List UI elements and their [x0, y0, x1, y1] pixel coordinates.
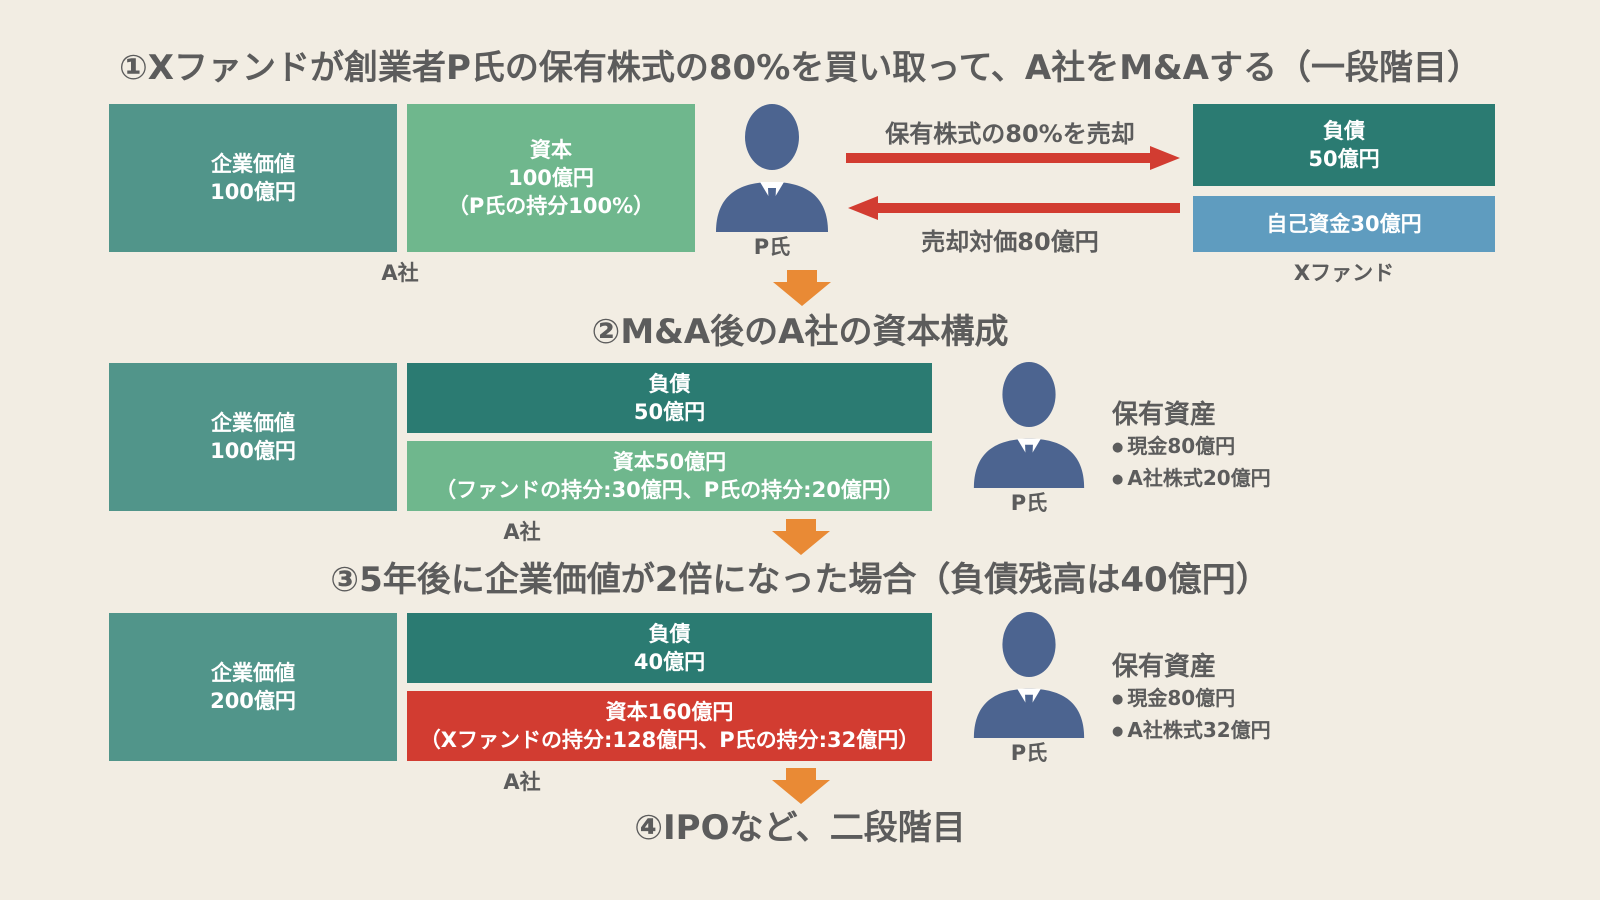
step2-debt-value: 50億円 — [633, 400, 706, 424]
step1-equity-label: 資本 — [530, 138, 572, 162]
step2-enterprise-value-box: 企業価値 100億円 — [109, 363, 397, 511]
fund-own-funds-label: 自己資金30億円 — [1266, 212, 1422, 236]
person-icon — [716, 104, 828, 232]
step3-enterprise-value-box: 企業価値 200億円 — [109, 613, 397, 761]
step3-title: ③5年後に企業価値が2倍になった場合（負債残高は40億円） — [330, 560, 1270, 600]
step3-assets-heading: 保有資産 — [1112, 652, 1217, 682]
step1-equity-box: 資本 100億円 （P氏の持分100%） — [407, 104, 695, 252]
fund-debt-label: 負債 — [1323, 119, 1365, 143]
step4-title: ④IPOなど、二段階目 — [634, 808, 966, 848]
fund-debt-box: 負債 50億円 — [1193, 104, 1495, 186]
step1-ev-value: 100億円 — [210, 180, 296, 204]
step2-title: ②M&A後のA社の資本構成 — [591, 312, 1009, 352]
step2-asset-cash: 現金80億円 — [1112, 432, 1271, 464]
down-arrow-1 — [773, 270, 831, 306]
fund-debt-value: 50億円 — [1308, 147, 1380, 171]
step3-debt-label: 負債 — [648, 622, 691, 646]
step2-person-label: P氏 — [1010, 491, 1048, 515]
step2-assets: 保有資産 現金80億円 A社株式20億円 — [1112, 398, 1271, 496]
step1-ev-label: 企業価値 — [211, 152, 295, 176]
step1-person-label: P氏 — [753, 235, 791, 259]
step3-debt-box: 負債 40億円 — [407, 613, 932, 683]
step3-asset-shares: A社株式32億円 — [1112, 716, 1270, 748]
person-icon — [973, 612, 1085, 738]
step3-debt-value: 40億円 — [633, 650, 706, 674]
step2-ev-label: 企業価値 — [211, 411, 295, 435]
sell-arrow — [846, 146, 1180, 170]
payment-arrow — [848, 196, 1180, 220]
fund-own-funds-box: 自己資金30億円 — [1193, 196, 1495, 252]
step3-equity-label: 資本160億円 — [605, 700, 734, 724]
step1-company-label: A社 — [381, 261, 419, 285]
step2-equity-share: （ファンドの持分:30億円、P氏の持分:20億円） — [435, 478, 904, 502]
step3-assets: 保有資産 現金80億円 A社株式32億円 — [1112, 650, 1271, 748]
step1-sell-label: 保有株式の80%を売却 — [885, 120, 1135, 148]
step3-person-label: P氏 — [1010, 741, 1048, 765]
step1-payment-label: 売却対価80億円 — [921, 228, 1099, 256]
step3-asset-cash: 現金80億円 — [1112, 684, 1271, 716]
step2-debt-box: 負債 50億円 — [407, 363, 932, 433]
step3-equity-box: 資本160億円 （Xファンドの持分:128億円、P氏の持分:32億円） — [407, 691, 932, 761]
person-icon — [973, 362, 1085, 488]
down-arrow-2 — [772, 519, 830, 555]
step1-title: ①Xファンドが創業者P氏の保有株式の80%を買い取って、A社をM&Aする（一段階… — [118, 48, 1481, 88]
step1-equity-value: 100億円 — [508, 166, 594, 190]
step2-assets-heading: 保有資産 — [1112, 400, 1217, 430]
step2-ev-value: 100億円 — [210, 439, 296, 463]
step3-equity-share: （Xファンドの持分:128億円、P氏の持分:32億円） — [419, 728, 920, 752]
step1-equity-share: （P氏の持分100%） — [447, 194, 655, 218]
step2-equity-label: 資本50億円 — [612, 450, 727, 474]
step2-asset-shares: A社株式20億円 — [1112, 464, 1270, 496]
step2-equity-box: 資本50億円 （ファンドの持分:30億円、P氏の持分:20億円） — [407, 441, 932, 511]
step2-debt-label: 負債 — [648, 372, 691, 396]
step3-ev-value: 200億円 — [210, 689, 296, 713]
step1-enterprise-value-box: 企業価値 100億円 — [109, 104, 397, 252]
down-arrow-3 — [772, 768, 830, 804]
step3-ev-label: 企業価値 — [211, 661, 295, 685]
fund-label: Xファンド — [1293, 261, 1395, 285]
step2-company-label: A社 — [503, 520, 541, 544]
step3-company-label: A社 — [503, 770, 541, 794]
